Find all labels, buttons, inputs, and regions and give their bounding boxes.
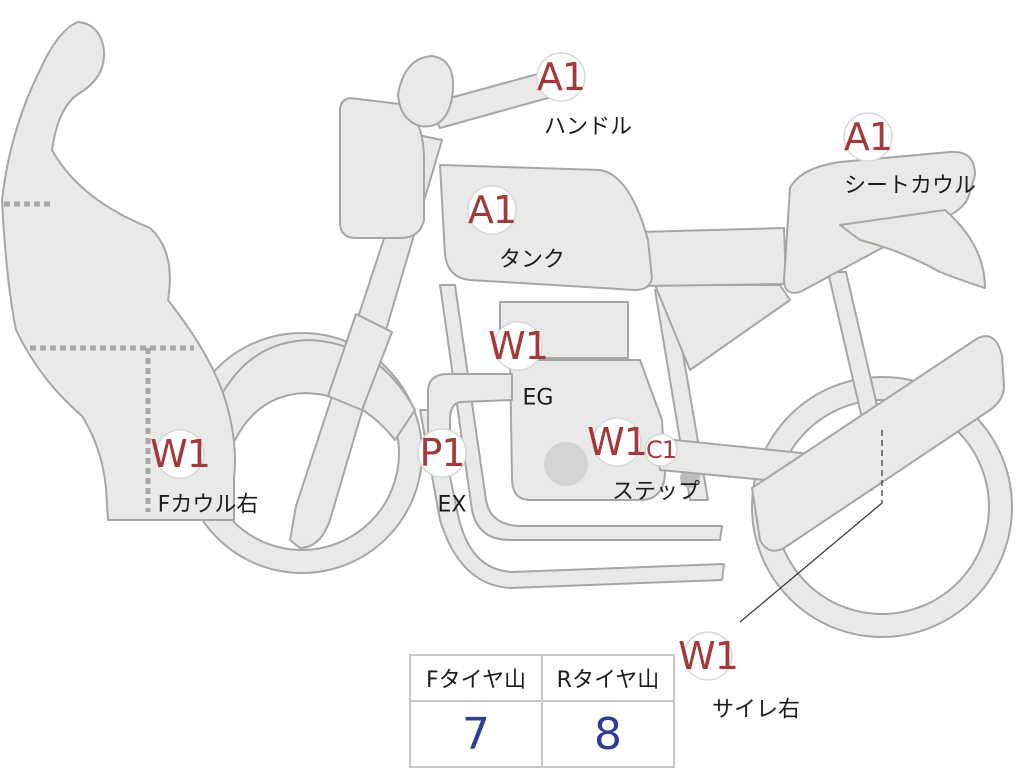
step-code: W1 <box>587 420 647 464</box>
engine-cover <box>544 442 588 486</box>
tire-tread-table: Fタイヤ山 Rタイヤ山 7 8 <box>409 654 675 768</box>
seat-label: シートカウル <box>844 174 976 199</box>
muffler-leader <box>739 502 883 623</box>
step-badge: W1 C1 ステップ <box>587 417 700 505</box>
front-cowl <box>1 21 236 521</box>
exhaust-badge: P1 EX <box>417 428 467 518</box>
headlight <box>339 97 425 239</box>
tread-value-row: 7 8 <box>409 700 675 768</box>
mirror <box>397 55 454 128</box>
handle-code: A1 <box>537 55 585 99</box>
side-panel <box>634 227 787 287</box>
tank-label: タンク <box>499 248 565 273</box>
engine-label: EG <box>523 386 554 411</box>
front-tire-tread-value: 7 <box>409 700 543 768</box>
frame-rail-lower <box>419 409 725 589</box>
engine-code: W1 <box>488 324 548 368</box>
fcowl-badge: W1 Fカウル右 <box>150 429 259 518</box>
fork-cover <box>327 313 393 411</box>
exhaust-label: EX <box>438 493 467 518</box>
front-tire-tread-header: Fタイヤ山 <box>409 654 543 702</box>
engine-badge: W1 EG <box>488 321 554 411</box>
frame-rail-upper <box>439 284 723 541</box>
tank-code: A1 <box>468 188 516 232</box>
exhaust-code: P1 <box>419 431 464 475</box>
seat-badge: A1 シートカウル <box>843 112 976 199</box>
rear-tire-tread-header: Rタイヤ山 <box>541 654 675 702</box>
tread-header-row: Fタイヤ山 Rタイヤ山 <box>409 654 675 702</box>
handle-badge: A1 ハンドル <box>536 52 632 140</box>
muffler-label: サイレ右 <box>712 698 800 723</box>
muffler <box>751 335 1005 552</box>
step-extra-code: C1 <box>646 436 676 464</box>
fcowl-label: Fカウル右 <box>158 493 259 518</box>
tank-badge: A1 タンク <box>467 185 565 273</box>
fcowl-code: W1 <box>150 432 210 476</box>
rear-tire-tread-value: 8 <box>541 700 675 768</box>
step-label: ステップ <box>612 480 700 505</box>
tail-cowl <box>839 209 986 289</box>
muffler-badge: W1 サイレ右 <box>678 631 800 723</box>
seat-code: A1 <box>844 115 892 159</box>
muffler-code: W1 <box>678 634 738 678</box>
handle-label: ハンドル <box>544 115 632 140</box>
